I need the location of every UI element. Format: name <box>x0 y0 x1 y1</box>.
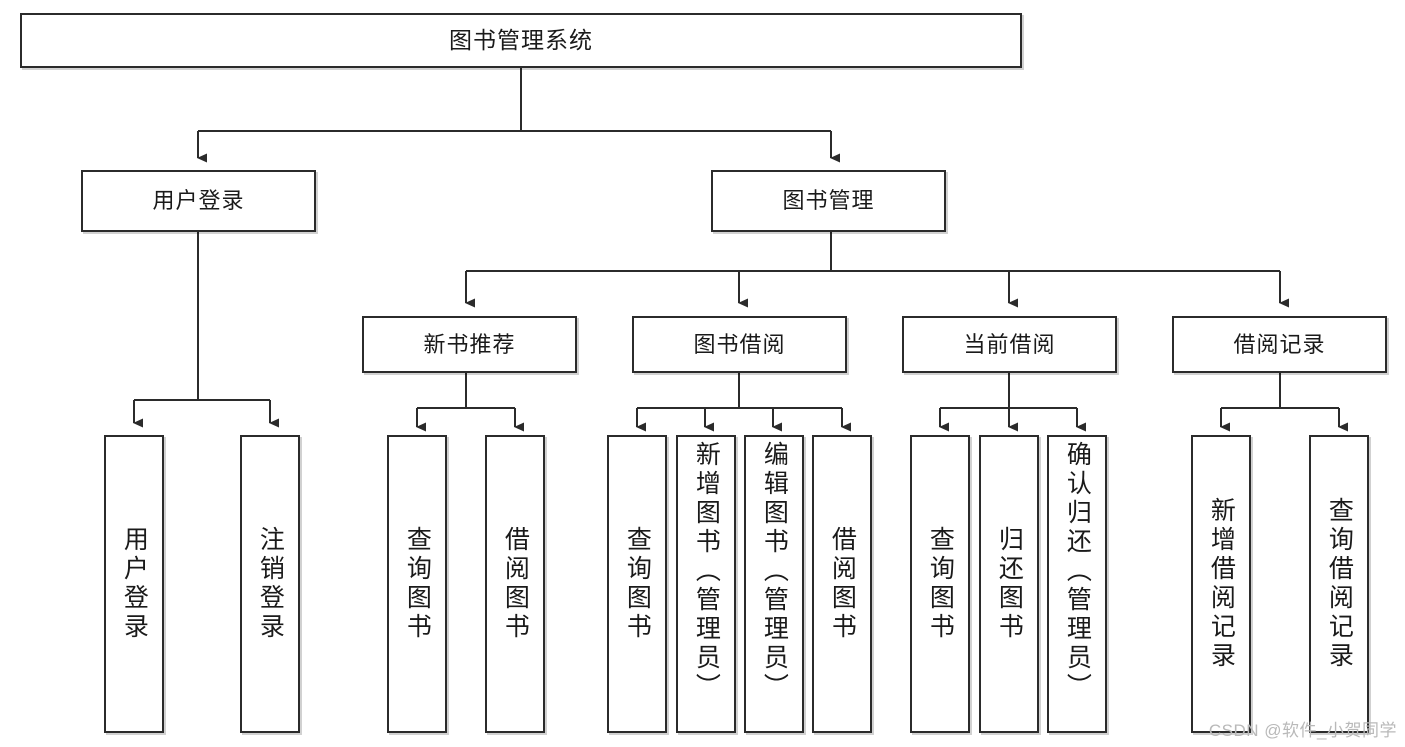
node-label: 新增图书（管理员） <box>692 441 721 702</box>
node-label: 注销登录 <box>256 526 285 642</box>
leaf-book-borrow-add-book-admin[interactable]: 新增图书（管理员） <box>676 435 736 733</box>
node-label: 用户登录 <box>152 188 245 214</box>
node-label: 归还图书 <box>995 526 1024 642</box>
node-book-borrow[interactable]: 图书借阅 <box>632 316 847 373</box>
leaf-book-borrow-edit-book-admin[interactable]: 编辑图书（管理员） <box>744 435 804 733</box>
leaf-book-borrow-query-book[interactable]: 查询图书 <box>607 435 667 733</box>
leaf-new-book-borrow-book[interactable]: 借阅图书 <box>485 435 545 733</box>
leaf-current-borrow-return-book[interactable]: 归还图书 <box>979 435 1039 733</box>
leaf-book-borrow-borrow-book[interactable]: 借阅图书 <box>812 435 872 733</box>
node-label: 借阅图书 <box>828 526 857 642</box>
node-label: 新增借阅记录 <box>1207 497 1236 671</box>
node-label: 当前借阅 <box>963 331 1056 357</box>
node-borrow-record[interactable]: 借阅记录 <box>1172 316 1387 373</box>
node-label: 编辑图书（管理员） <box>760 441 789 702</box>
leaf-user-login-login[interactable]: 用户登录 <box>104 435 164 733</box>
leaf-user-login-logout[interactable]: 注销登录 <box>240 435 300 733</box>
node-label: 借阅记录 <box>1233 331 1326 357</box>
node-label: 图书管理 <box>782 188 875 214</box>
node-new-book-recommend[interactable]: 新书推荐 <box>362 316 577 373</box>
leaf-current-borrow-query-book[interactable]: 查询图书 <box>910 435 970 733</box>
node-label: 查询图书 <box>403 526 432 642</box>
leaf-current-borrow-confirm-return-admin[interactable]: 确认归还（管理员） <box>1047 435 1107 733</box>
node-label: 查询借阅记录 <box>1325 497 1354 671</box>
node-label: 新书推荐 <box>423 331 516 357</box>
watermark-text: CSDN @软件_小贺同学 <box>1208 721 1397 740</box>
node-label: 图书借阅 <box>693 331 786 357</box>
leaf-borrow-record-query-record[interactable]: 查询借阅记录 <box>1309 435 1369 733</box>
node-label: 借阅图书 <box>501 526 530 642</box>
leaf-borrow-record-add-record[interactable]: 新增借阅记录 <box>1191 435 1251 733</box>
leaf-new-book-query-book[interactable]: 查询图书 <box>387 435 447 733</box>
node-user-login[interactable]: 用户登录 <box>81 170 316 232</box>
node-label: 查询图书 <box>926 526 955 642</box>
node-label: 用户登录 <box>120 526 149 642</box>
node-label: 查询图书 <box>623 526 652 642</box>
node-root-book-management-system[interactable]: 图书管理系统 <box>20 13 1022 68</box>
node-label: 图书管理系统 <box>449 27 593 54</box>
node-label: 确认归还（管理员） <box>1063 441 1092 702</box>
node-book-management[interactable]: 图书管理 <box>711 170 946 232</box>
node-current-borrow[interactable]: 当前借阅 <box>902 316 1117 373</box>
